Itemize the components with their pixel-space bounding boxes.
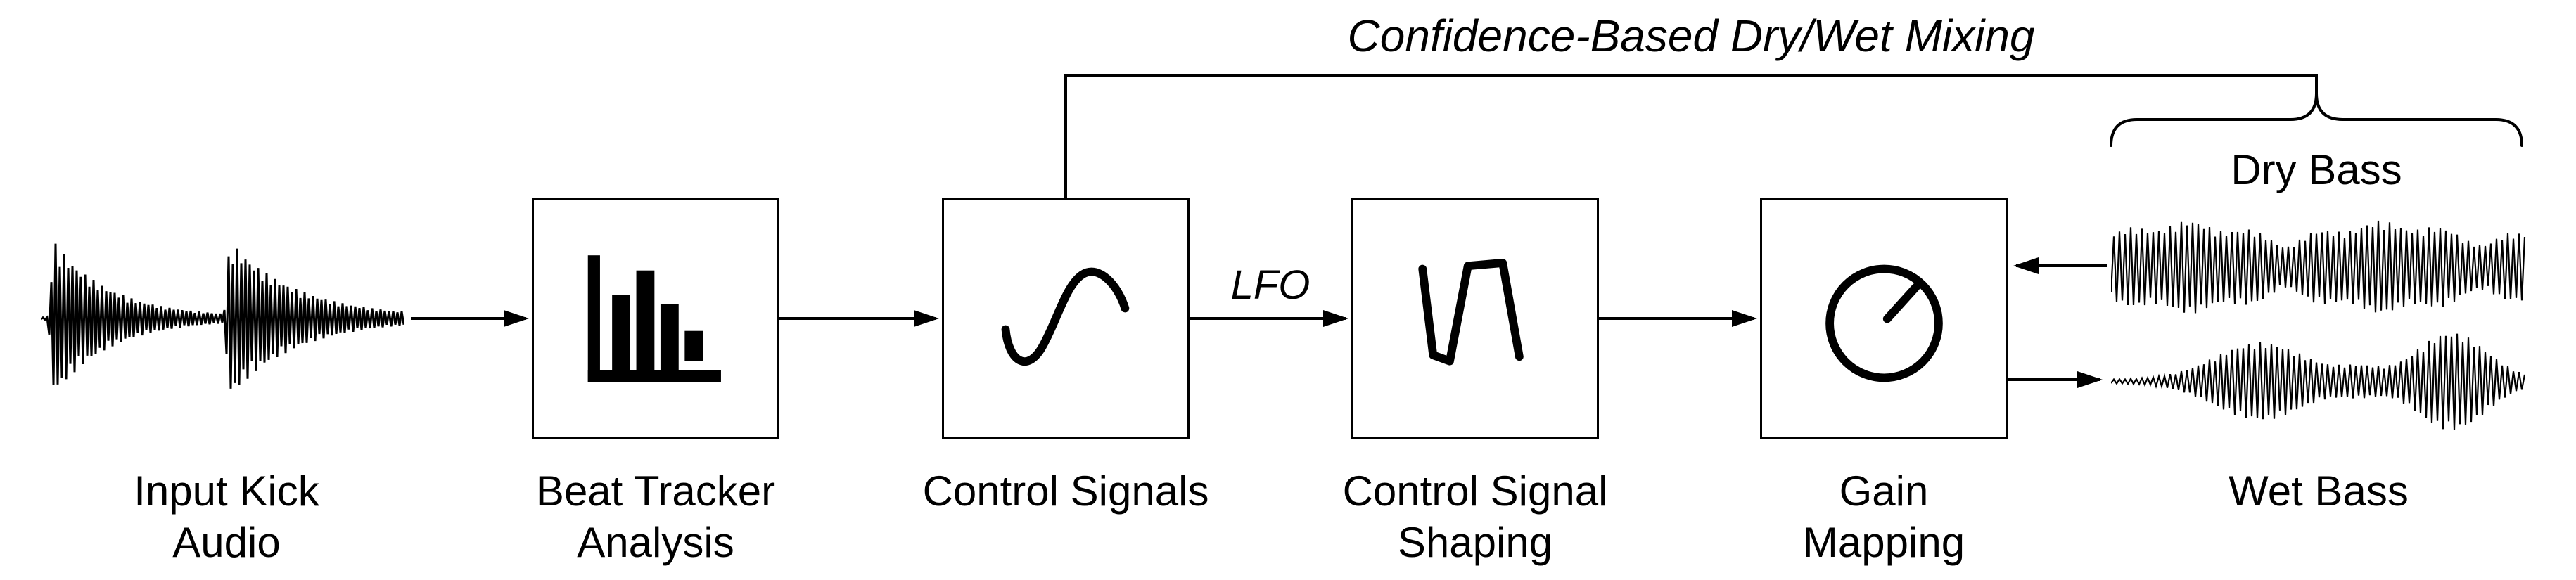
gain-mapping-box (1760, 198, 2008, 439)
shaped-wave-icon (1417, 258, 1524, 366)
dry-bass-brace (2110, 93, 2523, 147)
label-input-kick: Input Kick Audio (134, 468, 319, 567)
wet-bass-waveform (2111, 333, 2526, 430)
label-wet-bass: Wet Bass (2229, 468, 2409, 515)
beat-tracker-box (532, 198, 779, 439)
label-dry-bass: Dry Bass (2231, 146, 2402, 193)
dry-bass-waveform (2111, 220, 2526, 314)
control-signals-box (942, 198, 1190, 439)
sine-wave-icon (1001, 267, 1129, 366)
label-control-signals: Control Signals (922, 468, 1209, 515)
control-signal-shaping-box (1351, 198, 1599, 439)
label-beat-tracker: Beat Tracker Analysis (535, 468, 776, 567)
bar-chart-icon (587, 254, 721, 382)
label-gain-mapping: Gain Mapping (1802, 468, 1965, 567)
diagram-title: Confidence-Based Dry/Wet Mixing (1347, 11, 2035, 61)
input-kick-waveform (41, 243, 404, 389)
knob-icon (1825, 264, 1943, 382)
label-control-signal-shaping: Control Signal Shaping (1342, 468, 1608, 567)
lfo-label: LFO (1230, 262, 1311, 308)
